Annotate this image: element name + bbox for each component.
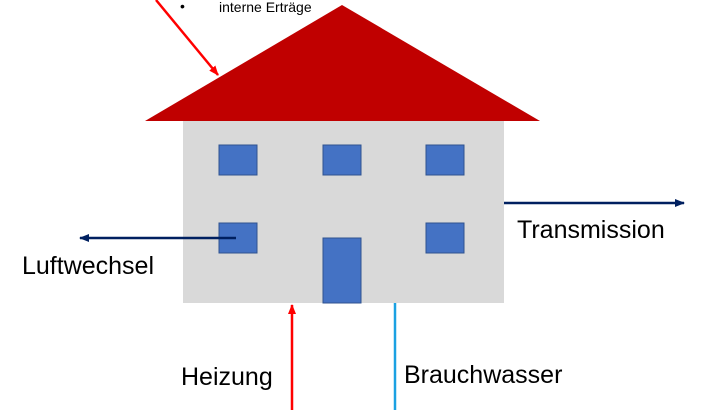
house-roof (145, 5, 540, 121)
house-icon (145, 5, 540, 304)
door-icon (322, 237, 362, 304)
hot-water-label: Brauchwasser (404, 361, 562, 389)
air-exchange-label: Luftwechsel (22, 252, 154, 280)
heating-label: Heizung (181, 363, 273, 391)
window-icon (322, 144, 362, 176)
solar-gains-arrow (155, 0, 219, 76)
internal-gains-label: interne Erträge (219, 0, 312, 15)
transmission-label: Transmission (517, 216, 665, 244)
window-icon (425, 222, 465, 254)
bullet-point: • (180, 0, 185, 14)
window-icon (425, 144, 465, 176)
window-icon (218, 144, 258, 176)
